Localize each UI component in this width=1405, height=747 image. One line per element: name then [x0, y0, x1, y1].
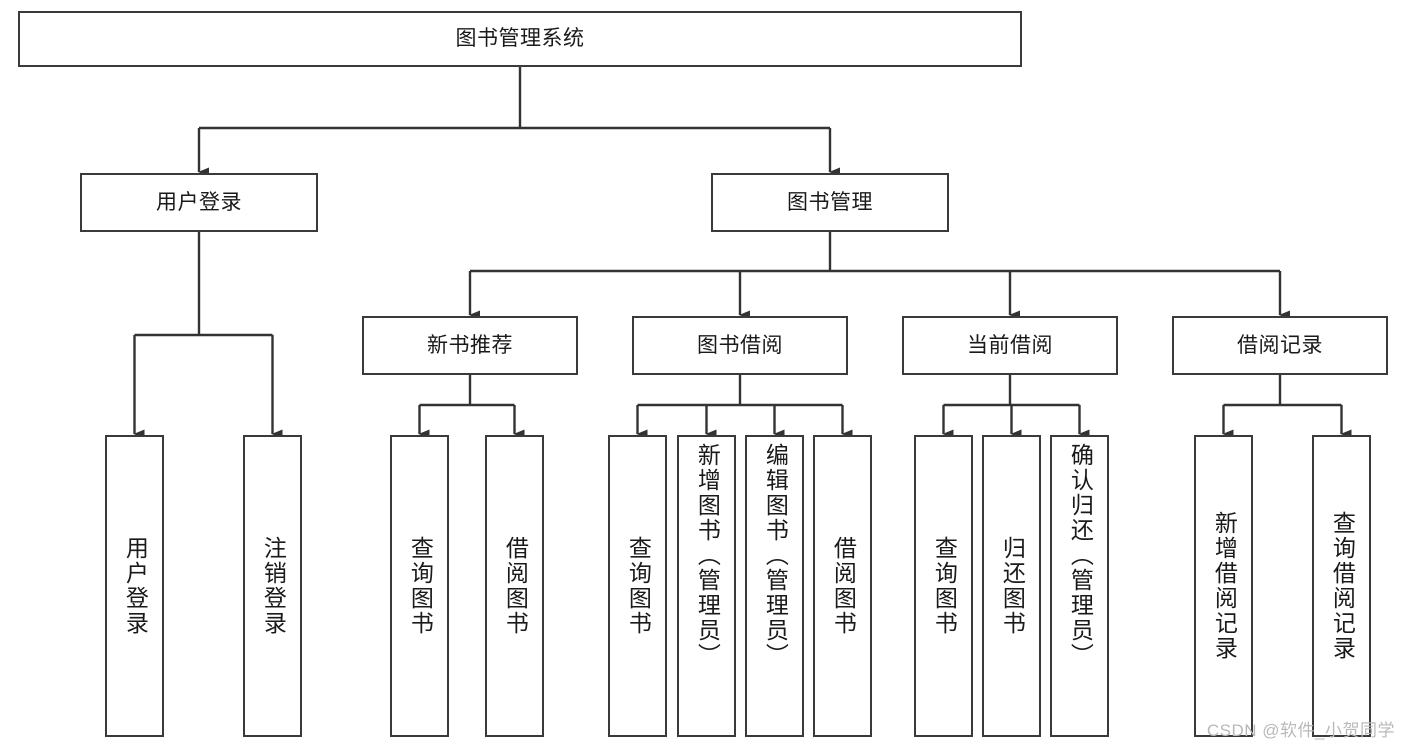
- node-leaf-edit-book[interactable]: 编辑图书（管理员）: [745, 435, 804, 737]
- node-label-leaf-query-book-current: 查询图书: [931, 536, 958, 636]
- node-label-borrow-record: 借阅记录: [1237, 333, 1323, 357]
- node-label-new-book-recommend: 新书推荐: [427, 333, 513, 357]
- node-new-book-recommend[interactable]: 新书推荐: [362, 316, 578, 375]
- node-label-root: 图书管理系统: [455, 27, 585, 51]
- node-label-leaf-logout: 注销登录: [260, 536, 287, 636]
- node-leaf-query-book-rec[interactable]: 查询图书: [390, 435, 449, 737]
- node-label-book-manage: 图书管理: [787, 190, 873, 214]
- node-label-current-borrow: 当前借阅: [967, 333, 1053, 357]
- node-label-leaf-query-book-borrow: 查询图书: [625, 536, 652, 636]
- node-user-login[interactable]: 用户登录: [80, 173, 318, 232]
- node-label-leaf-user-login: 用户登录: [122, 536, 149, 636]
- node-leaf-add-book[interactable]: 新增图书（管理员）: [677, 435, 736, 737]
- node-leaf-borrow-book-rec[interactable]: 借阅图书: [485, 435, 544, 737]
- node-label-leaf-add-book: 新增图书（管理员）: [694, 443, 721, 668]
- watermark-text: CSDN @软件_小贺同学: [1206, 721, 1395, 740]
- node-label-leaf-borrow-book: 借阅图书: [830, 536, 857, 636]
- node-label-leaf-query-book-rec: 查询图书: [407, 536, 434, 636]
- node-label-user-login: 用户登录: [156, 190, 242, 214]
- node-leaf-logout[interactable]: 注销登录: [243, 435, 302, 737]
- node-label-leaf-return-book: 归还图书: [999, 536, 1026, 636]
- node-label-leaf-edit-book: 编辑图书（管理员）: [762, 443, 789, 668]
- node-label-leaf-query-record: 查询借阅记录: [1329, 511, 1356, 661]
- edge-paths: [133, 67, 1352, 439]
- node-current-borrow[interactable]: 当前借阅: [902, 316, 1118, 375]
- node-leaf-add-record[interactable]: 新增借阅记录: [1194, 435, 1253, 737]
- node-book-manage[interactable]: 图书管理: [711, 173, 949, 232]
- node-leaf-query-record[interactable]: 查询借阅记录: [1312, 435, 1371, 737]
- node-label-book-borrow: 图书借阅: [697, 333, 783, 357]
- node-leaf-return-book[interactable]: 归还图书: [982, 435, 1041, 737]
- node-leaf-user-login[interactable]: 用户登录: [105, 435, 164, 737]
- node-leaf-query-book-borrow[interactable]: 查询图书: [608, 435, 667, 737]
- node-label-leaf-borrow-book-rec: 借阅图书: [502, 536, 529, 636]
- node-leaf-confirm-return[interactable]: 确认归还（管理员）: [1050, 435, 1109, 737]
- node-book-borrow[interactable]: 图书借阅: [632, 316, 848, 375]
- node-label-leaf-add-record: 新增借阅记录: [1211, 511, 1238, 661]
- node-leaf-borrow-book[interactable]: 借阅图书: [813, 435, 872, 737]
- node-root[interactable]: 图书管理系统: [18, 11, 1022, 67]
- node-label-leaf-confirm-return: 确认归还（管理员）: [1067, 443, 1094, 668]
- node-leaf-query-book-current[interactable]: 查询图书: [914, 435, 973, 737]
- node-borrow-record[interactable]: 借阅记录: [1172, 316, 1388, 375]
